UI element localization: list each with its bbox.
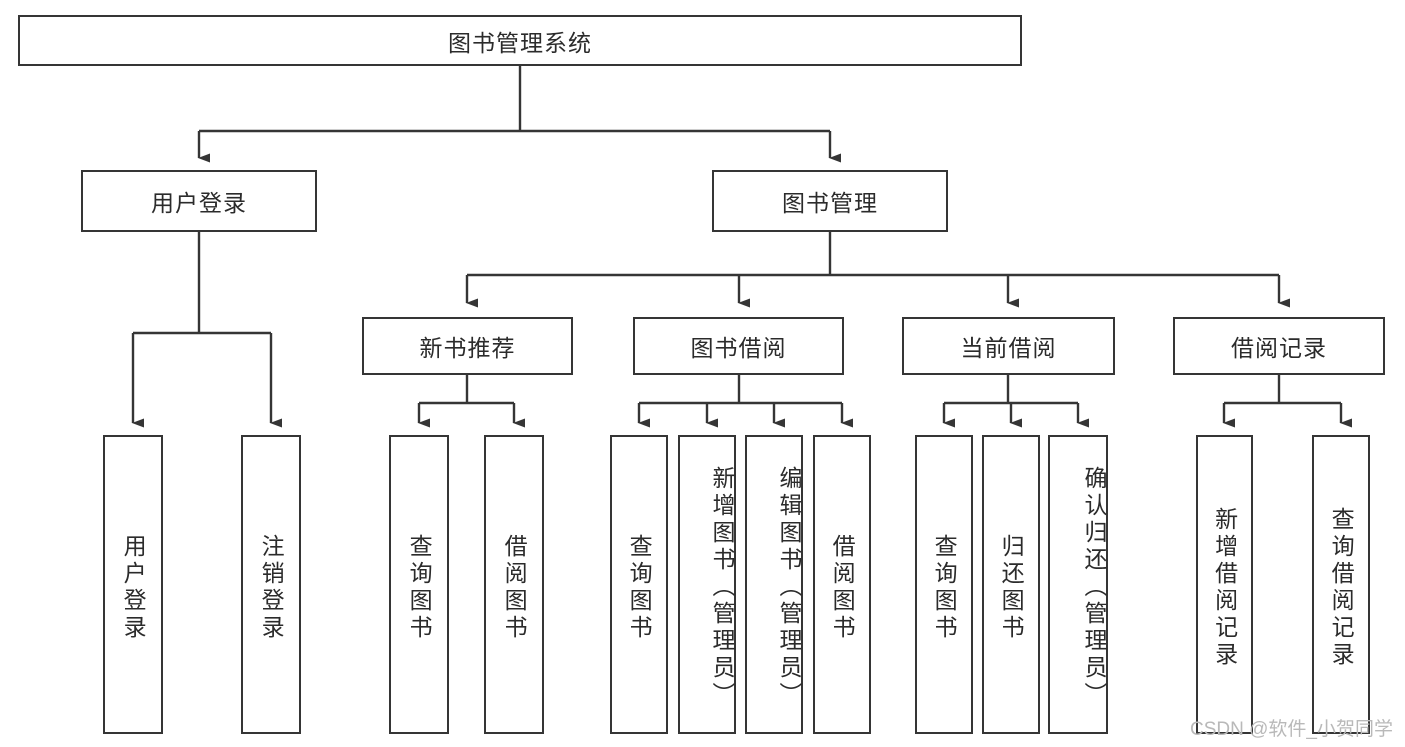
node-label: 查询图书: [406, 533, 433, 642]
leaf-record-query-borrow-record[interactable]: 查询借阅记录: [1312, 435, 1370, 734]
leaf-borrow-edit-book-admin[interactable]: 编辑图书（管理员）: [745, 435, 803, 734]
node-book-borrow[interactable]: 图书借阅: [633, 317, 844, 375]
node-root-system[interactable]: 图书管理系统: [18, 15, 1022, 66]
node-label: 查询图书: [931, 533, 958, 642]
node-label: 用户登录: [151, 190, 247, 216]
node-label: 新书推荐: [419, 335, 516, 361]
leaf-recommend-query-book[interactable]: 查询图书: [389, 435, 449, 734]
leaf-user-login-signin[interactable]: 用户登录: [103, 435, 163, 734]
node-label: 借阅记录: [1231, 335, 1327, 361]
node-book-management[interactable]: 图书管理: [712, 170, 948, 232]
node-label: 图书管理系统: [448, 29, 592, 56]
node-label: 编辑图书（管理员）: [776, 466, 802, 709]
csdn-watermark: CSDN @软件_小贺同学: [1190, 719, 1393, 740]
leaf-current-confirm-return-admin[interactable]: 确认归还（管理员）: [1048, 435, 1108, 734]
leaf-current-return-book[interactable]: 归还图书: [982, 435, 1040, 734]
node-label: 注销登录: [258, 533, 285, 642]
node-label: 确认归还（管理员）: [1081, 466, 1107, 709]
node-label: 用户登录: [120, 533, 147, 642]
leaf-user-login-signout[interactable]: 注销登录: [241, 435, 301, 734]
node-label: 图书借阅: [690, 335, 787, 361]
leaf-current-query-book[interactable]: 查询图书: [915, 435, 973, 734]
node-label: 新增借阅记录: [1211, 506, 1238, 669]
node-user-login[interactable]: 用户登录: [81, 170, 317, 232]
node-current-borrow[interactable]: 当前借阅: [902, 317, 1115, 375]
node-label: 图书管理: [782, 190, 878, 216]
leaf-recommend-borrow-book[interactable]: 借阅图书: [484, 435, 544, 734]
node-label: 新增图书（管理员）: [709, 466, 735, 709]
node-label: 借阅图书: [829, 533, 856, 642]
node-label: 借阅图书: [501, 533, 528, 642]
node-new-book-recommend[interactable]: 新书推荐: [362, 317, 573, 375]
leaf-borrow-add-book-admin[interactable]: 新增图书（管理员）: [678, 435, 736, 734]
node-label: 查询借阅记录: [1328, 506, 1355, 669]
leaf-borrow-query-book[interactable]: 查询图书: [610, 435, 668, 734]
leaf-record-add-borrow-record[interactable]: 新增借阅记录: [1196, 435, 1253, 734]
node-borrow-record[interactable]: 借阅记录: [1173, 317, 1385, 375]
node-label: 归还图书: [998, 533, 1025, 642]
node-label: 当前借阅: [960, 335, 1057, 361]
leaf-borrow-borrow-book[interactable]: 借阅图书: [813, 435, 871, 734]
node-label: 查询图书: [626, 533, 653, 642]
